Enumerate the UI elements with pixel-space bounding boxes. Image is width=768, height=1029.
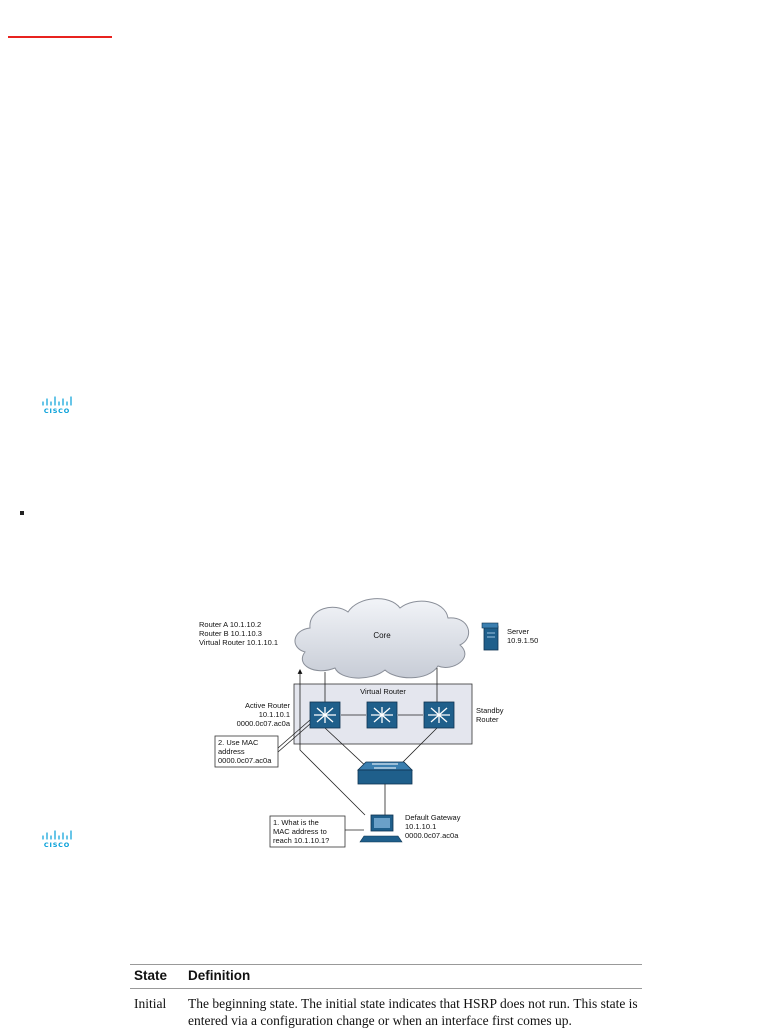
default-gateway-line-2: 10.1.10.1 (405, 822, 436, 831)
server-ip: 10.9.1.50 (507, 636, 538, 645)
standby-router-line-1: Standby (476, 706, 504, 715)
table-row: Initial The beginning state. The initial… (130, 989, 642, 1029)
virtual-router-label: Virtual Router (360, 687, 406, 696)
step2-callout-box (214, 735, 279, 768)
default-gateway-line-3: 0000.0c07.ac0a (405, 831, 459, 840)
cisco-logo: CISCO (40, 830, 74, 850)
server-icon (481, 622, 499, 651)
core-cloud (294, 598, 470, 679)
hsrp-state-table: State Definition Initial The beginning s… (130, 964, 642, 1029)
active-router-icon (309, 701, 341, 729)
router-list-line-2: Router B 10.1.10.3 (199, 629, 262, 638)
step1-line-1: 1. What is the (273, 818, 319, 827)
state-column-header: State (134, 968, 168, 983)
virtual-router-icon (366, 701, 398, 729)
table-header-row: State Definition (130, 964, 642, 989)
active-router-line-1: Active Router (245, 701, 291, 710)
default-gateway-line-1: Default Gateway (405, 813, 461, 822)
active-router-line-2: 10.1.10.1 (259, 710, 290, 719)
cisco-logo: CISCO (40, 396, 74, 416)
hsrp-network-diagram: Core Router A 10.1.10.2 Router B 10.1.10… (199, 598, 538, 848)
switch-icon (357, 761, 413, 785)
header-red-rule (8, 36, 112, 38)
step1-line-3: reach 10.1.10.1? (273, 836, 329, 845)
step2-line-2: address (218, 747, 245, 756)
host-computer-icon (359, 814, 403, 843)
cisco-logo-word: CISCO (43, 841, 71, 849)
standby-router-line-2: Router (476, 715, 499, 724)
definition-column-header: Definition (188, 968, 251, 983)
router-list-line-1: Router A 10.1.10.2 (199, 620, 261, 629)
standby-router-icon (423, 701, 455, 729)
step1-callout-box (269, 815, 346, 848)
cisco-logo-word: CISCO (43, 407, 71, 415)
state-cell: Initial (134, 996, 167, 1011)
bullet-marker (20, 511, 24, 515)
step1-line-2: MAC address to (273, 827, 327, 836)
server-title: Server (507, 627, 530, 636)
step2-line-1: 2. Use MAC (218, 738, 259, 747)
active-router-line-3: 0000.0c07.ac0a (237, 719, 291, 728)
step2-line-3: 0000.0c07.ac0a (218, 756, 272, 765)
core-label: Core (373, 631, 391, 640)
router-list-line-3: Virtual Router 10.1.10.1 (199, 638, 278, 647)
